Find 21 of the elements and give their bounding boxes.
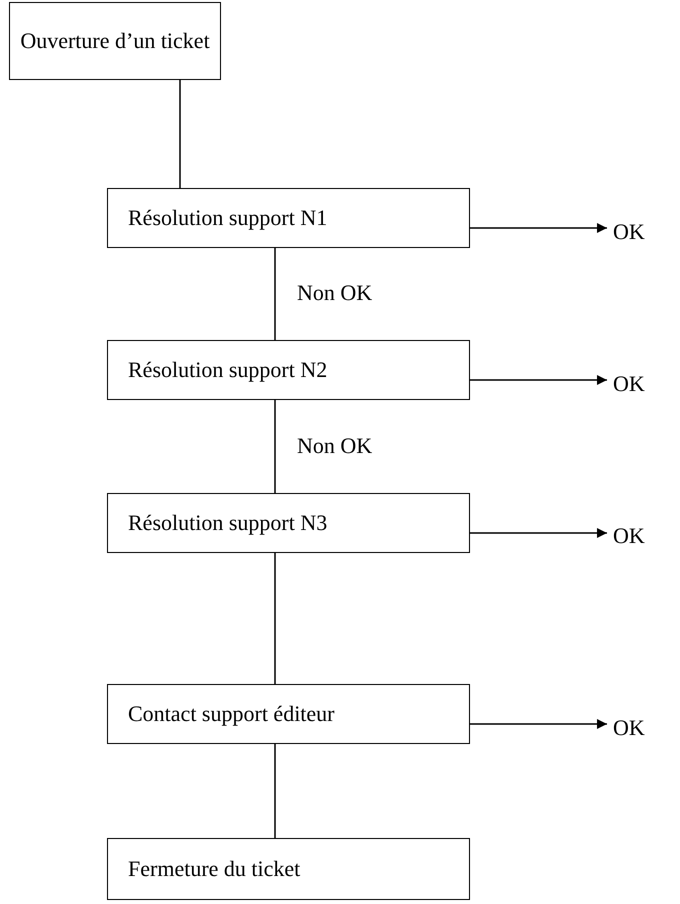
connector-line <box>274 248 276 340</box>
process-box: Résolution support N3 <box>107 493 470 553</box>
outcome-label: OK <box>613 521 653 551</box>
outcome-label: OK <box>613 217 653 247</box>
connector-line <box>274 744 276 838</box>
process-box: Contact support éditeur <box>107 684 470 744</box>
process-box: Résolution support N1 <box>107 188 470 248</box>
process-box: Ouverture d’un ticket <box>9 2 221 80</box>
arrow <box>470 375 607 385</box>
connector-line <box>179 80 181 188</box>
edge-label: Non OK <box>297 280 372 306</box>
connector-line <box>274 553 276 684</box>
connector-line <box>274 400 276 493</box>
arrow <box>470 223 607 233</box>
process-box: Résolution support N2 <box>107 340 470 400</box>
arrow <box>470 528 607 538</box>
outcome-label: OK <box>613 369 653 399</box>
edge-label: Non OK <box>297 432 372 458</box>
outcome-label: OK <box>613 713 653 743</box>
process-box: Fermeture du ticket <box>107 838 470 900</box>
arrow <box>470 719 607 729</box>
